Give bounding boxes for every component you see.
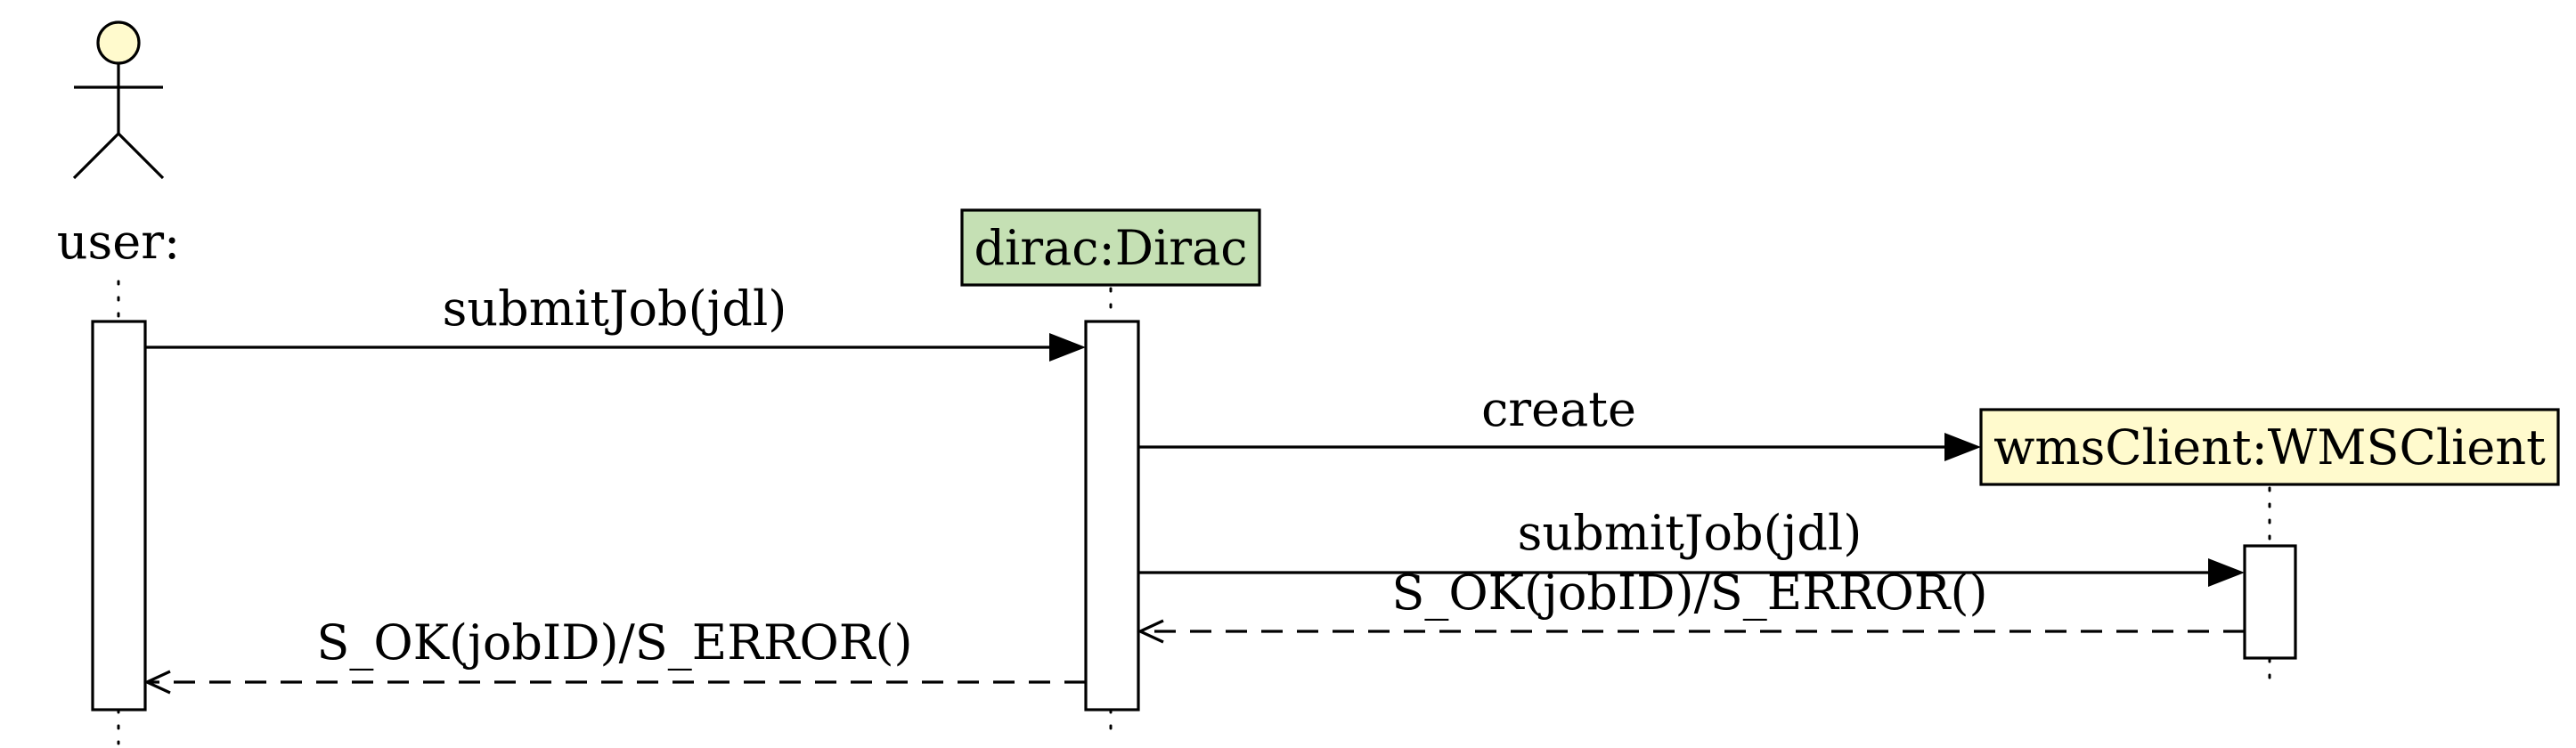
participant-wms-label: wmsClient:WMSClient: [1993, 419, 2546, 476]
message-label: submitJob(jdl): [1518, 505, 1863, 561]
participant-dirac-box: [960, 208, 1261, 287]
participant-dirac-label: dirac:Dirac: [974, 220, 1247, 276]
actor-label: user:: [57, 214, 180, 270]
activation-user: [91, 320, 147, 711]
message-label: S_OK(jobID)/S_ERROR(): [316, 614, 912, 671]
arrowhead-open: [1137, 619, 1164, 644]
arrowhead-filled: [1049, 333, 1086, 362]
participant-wms-box: [1979, 408, 2560, 486]
actor-right-leg: [117, 132, 165, 180]
message-label: create: [1481, 381, 1636, 437]
message-return-wms-to-dirac: S_OK(jobID)/S_ERROR(): [1137, 565, 2245, 644]
activation-dirac: [1084, 320, 1140, 711]
actor-left-leg: [72, 132, 120, 180]
message-label: S_OK(jobID)/S_ERROR(): [1391, 565, 1987, 621]
participant-dirac: dirac:Dirac: [960, 208, 1261, 287]
actor-user: user:: [57, 20, 180, 270]
participant-wms: wmsClient:WMSClient: [1979, 408, 2560, 486]
message-create-dirac-to-wms: create: [1138, 381, 1981, 461]
arrowhead-filled: [2208, 558, 2245, 587]
message-return-dirac-to-user: S_OK(jobID)/S_ERROR(): [143, 614, 1086, 695]
arrowhead-open: [143, 670, 171, 695]
actor-head: [96, 20, 141, 65]
message-label: submitJob(jdl): [443, 280, 787, 337]
arrowhead-filled: [1944, 433, 1981, 461]
message-submitjob-user-to-dirac: submitJob(jdl): [145, 280, 1086, 362]
activation-wms: [2243, 544, 2297, 660]
message-submitjob-dirac-to-wms: submitJob(jdl): [1138, 505, 2245, 587]
